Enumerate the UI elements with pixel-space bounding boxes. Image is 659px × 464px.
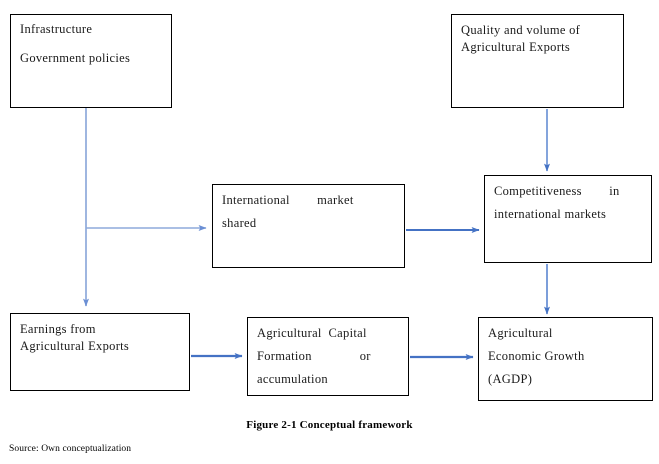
node-capital-line-2: Formation or xyxy=(257,348,371,363)
node-agdp-line-2: Economic Growth xyxy=(488,348,585,363)
node-infrastructure-line-1: Infrastructure xyxy=(20,22,93,36)
node-earnings-from-agricultural-exports[interactable]: Earnings from Agricultural Exports xyxy=(10,313,190,391)
node-quality-and-volume-of-agricultural-exports[interactable]: Quality and volume of Agricultural Expor… xyxy=(451,14,624,108)
node-quality-line-2: Agricultural Exports xyxy=(461,39,571,54)
node-competitiveness-line-1: Competitiveness in xyxy=(494,184,620,198)
node-capital-line-3: accumulation xyxy=(257,371,328,386)
node-agdp-line-3: (AGDP) xyxy=(488,371,533,386)
node-competitiveness-line-2: international markets xyxy=(494,206,607,221)
node-capital-line-1: Agricultural Capital xyxy=(257,326,367,340)
node-quality-line-1: Quality and volume of xyxy=(461,23,581,37)
node-international-market-shared[interactable]: International market shared xyxy=(212,184,405,268)
node-agricultural-economic-growth-agdp[interactable]: Agricultural Economic Growth (AGDP) xyxy=(478,317,653,401)
node-intl-market-line-1: International market xyxy=(222,193,354,207)
node-competitiveness-in-international-markets[interactable]: Competitiveness in international markets xyxy=(484,175,652,263)
figure-caption: Figure 2-1 Conceptual framework xyxy=(246,419,413,431)
node-earnings-line-2: Agricultural Exports xyxy=(20,338,130,353)
node-agricultural-capital-formation-or-accumulation[interactable]: Agricultural Capital Formation or accumu… xyxy=(247,317,409,396)
node-earnings-line-1: Earnings from xyxy=(20,322,96,336)
node-agdp-line-1: Agricultural xyxy=(488,326,553,340)
node-intl-market-line-2: shared xyxy=(222,215,257,230)
source-note: Source: Own conceptualization xyxy=(9,444,132,454)
node-infrastructure-government-policies[interactable]: Infrastructure Government policies xyxy=(10,14,172,108)
node-infrastructure-line-2: Government policies xyxy=(20,50,131,65)
